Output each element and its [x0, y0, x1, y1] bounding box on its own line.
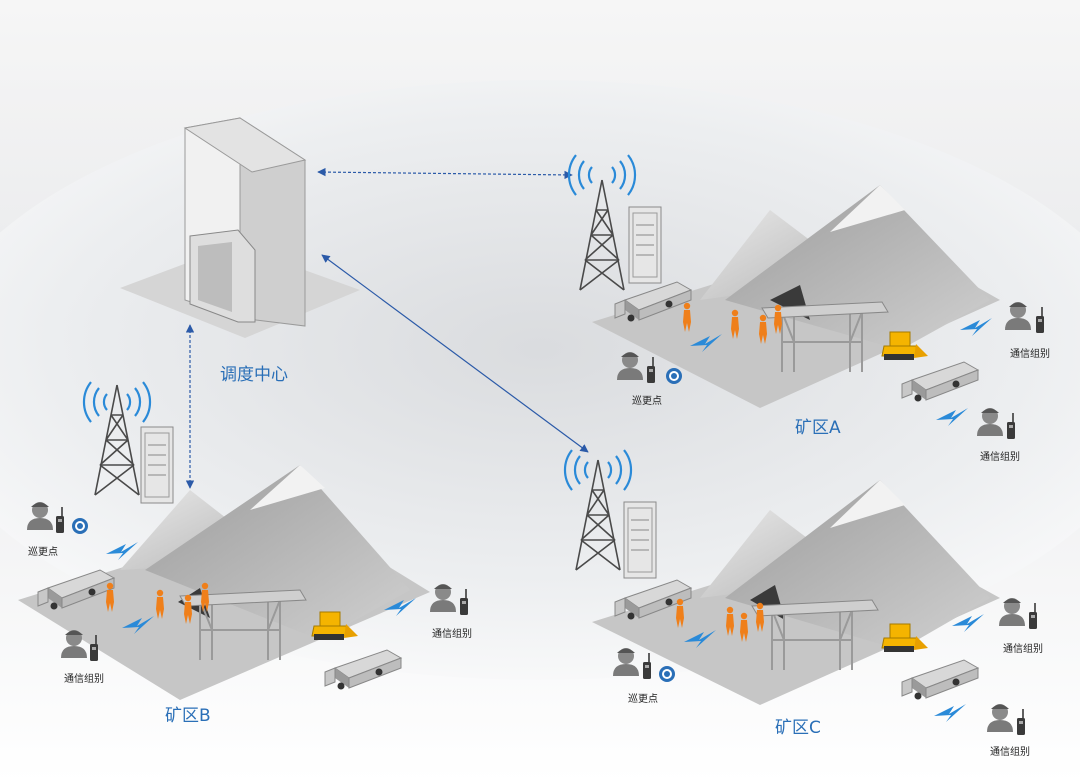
group-label-b2: 通信组别 — [432, 629, 472, 640]
mine-area-c-label: 矿区C — [775, 718, 821, 738]
equipment-cabinet-icon — [628, 206, 662, 284]
group-label-c2: 通信组别 — [990, 747, 1030, 758]
mine-area-b — [18, 465, 430, 700]
mine-area-a — [592, 185, 1000, 408]
group-label-c1: 通信组别 — [1003, 644, 1043, 655]
office-building-icon — [183, 117, 307, 327]
patrol-point-icon — [666, 368, 682, 384]
group-label-a2: 通信组别 — [980, 452, 1020, 463]
group-label-a1: 通信组别 — [1010, 349, 1050, 360]
patrol-label-b: 巡更点 — [28, 547, 58, 558]
network-links — [185, 167, 589, 489]
equipment-cabinet-icon — [140, 426, 174, 504]
mine-area-c — [592, 480, 1000, 705]
patrol-label-c: 巡更点 — [628, 694, 658, 705]
patrol-point-icon — [72, 518, 88, 534]
mine-area-a-label: 矿区A — [795, 418, 841, 438]
dispatch-center — [120, 117, 360, 338]
dispatch-center-label: 调度中心 — [220, 365, 288, 385]
mine-area-b-label: 矿区B — [165, 706, 211, 726]
patrol-point-icon — [659, 666, 675, 682]
group-label-b1: 通信组别 — [64, 674, 104, 685]
equipment-cabinet-icon — [623, 501, 657, 579]
patrol-label-a: 巡更点 — [632, 396, 662, 407]
